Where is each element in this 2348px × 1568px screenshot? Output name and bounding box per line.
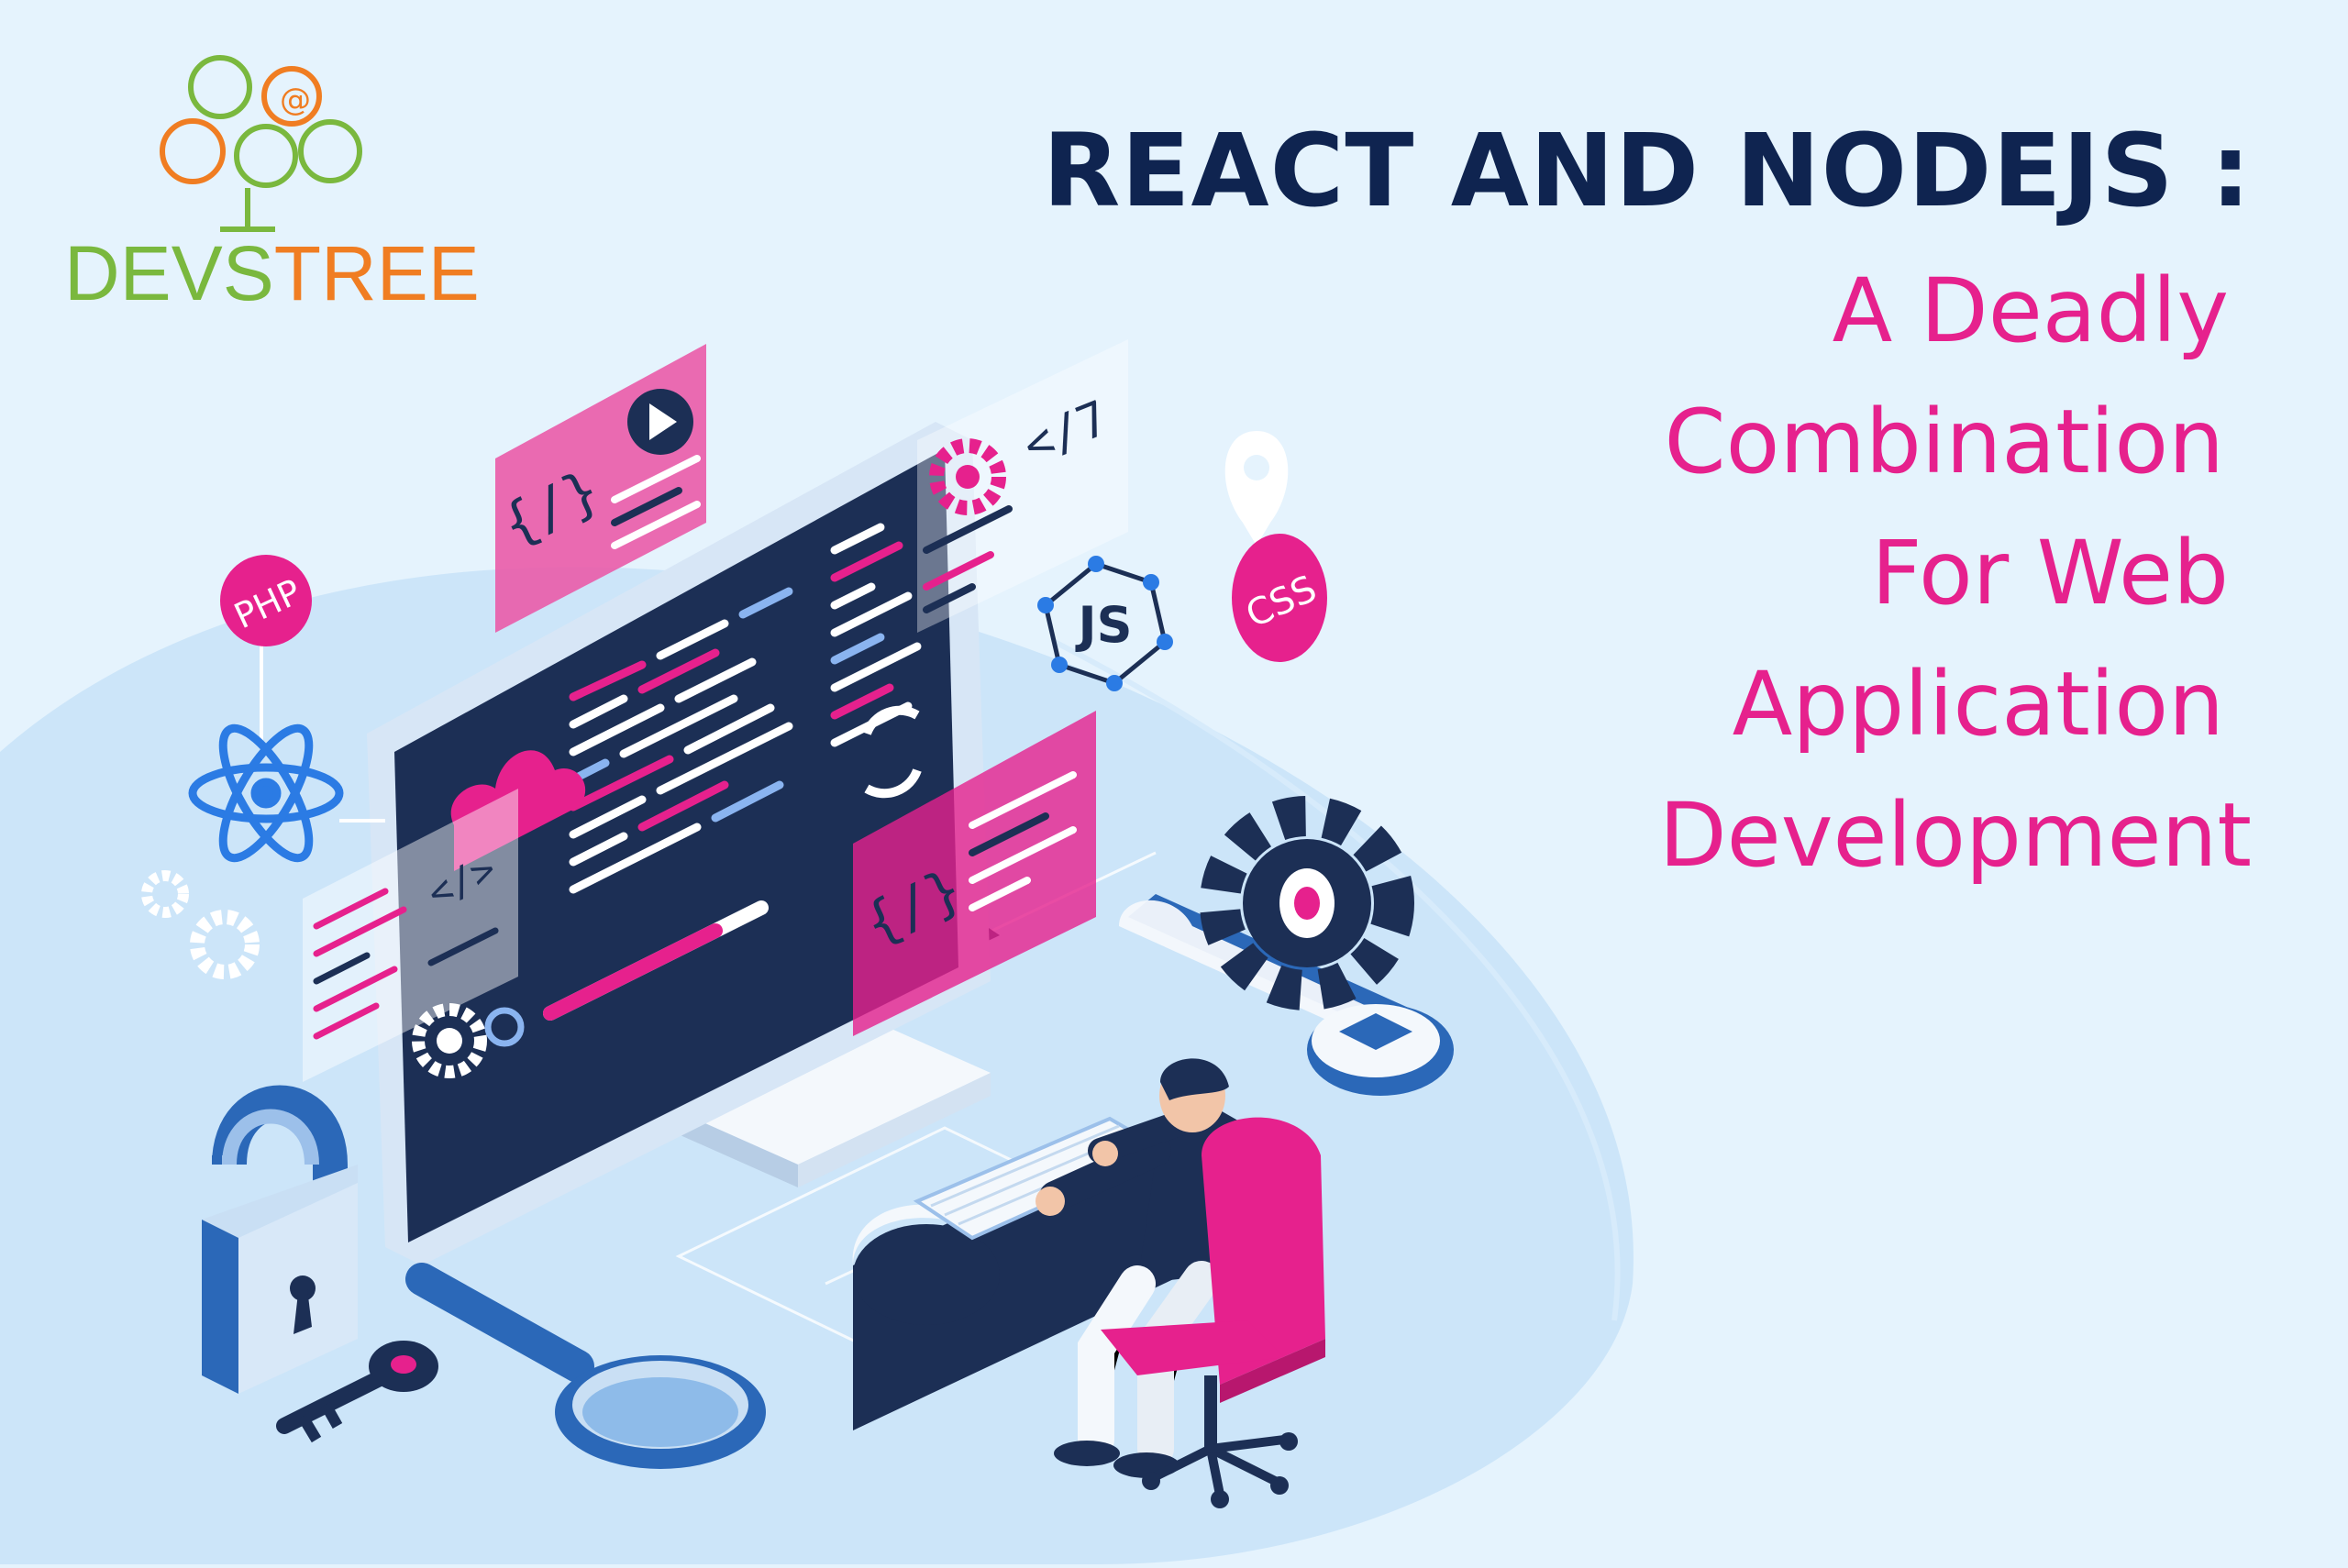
subtitle-line-5: Development: [1658, 784, 2252, 887]
chair-icon: [1101, 1117, 1325, 1508]
headline: REACT AND NODEJS :: [1042, 112, 2252, 229]
js-label: JS: [1075, 596, 1133, 654]
gear-icon: [412, 1003, 525, 1078]
padlock-icon: [202, 1085, 358, 1394]
title-block: REACT AND NODEJS : A Deadly Combination …: [972, 0, 2348, 1564]
cloud-icon: [450, 750, 586, 871]
logo-text-tree: TREE: [273, 230, 480, 316]
subtitle-line-2: Combination: [1664, 391, 2224, 493]
gear-icon: [141, 870, 260, 979]
logo-text-devs: DEVS: [64, 230, 274, 316]
svg-text:@: @: [280, 82, 311, 118]
subtitle-line-1: A Deadly: [1832, 259, 2229, 362]
tree-logo-icon: @: [160, 55, 362, 232]
brand-logo: DEVSTREE: [64, 229, 480, 318]
key-icon: [276, 1341, 438, 1443]
refresh-icon: [862, 705, 922, 799]
gear-icon: [1200, 796, 1414, 1010]
play-icon: [627, 389, 693, 455]
js-badge: JS: [1037, 556, 1173, 691]
monitor-icon: [367, 422, 1000, 1265]
css-badge: CSS: [1232, 534, 1327, 662]
magnifier-icon: [405, 1263, 766, 1469]
subtitle-line-4: Application: [1732, 653, 2224, 756]
gear-icon: [929, 438, 1006, 515]
subtitle-line-3: For Web: [1871, 522, 2229, 624]
react-atom-icon: [188, 723, 344, 863]
php-badge: PHP: [220, 555, 312, 743]
